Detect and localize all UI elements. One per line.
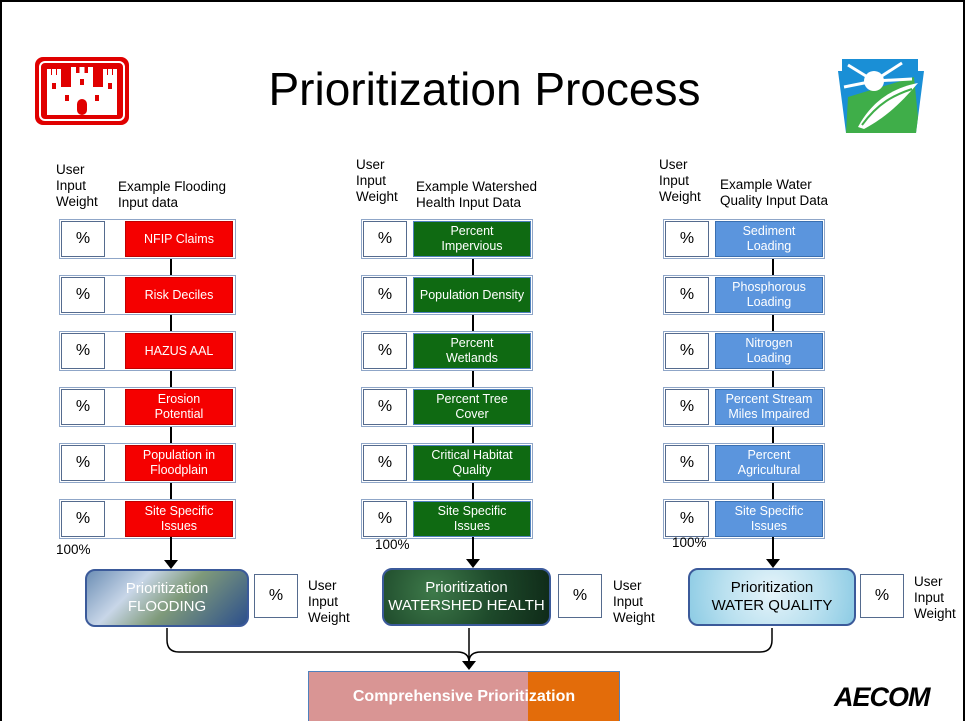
usace-castle-logo	[35, 57, 129, 125]
flooding-percent-input[interactable]: %	[61, 389, 105, 425]
water-quality-percent-input[interactable]: %	[665, 333, 709, 369]
water-quality-input-item[interactable]: Site Specific Issues	[715, 501, 823, 537]
water-quality-input-item[interactable]: Phosphorous Loading	[715, 277, 823, 313]
water-quality-percent-input[interactable]: %	[665, 221, 709, 257]
watershed-input-item[interactable]: Percent Impervious	[413, 221, 531, 257]
water-quality-prioritization-title: WATER QUALITY	[711, 597, 833, 614]
watershed-percent-input[interactable]: %	[363, 333, 407, 369]
merge-bracket	[166, 628, 773, 663]
water-quality-input-item[interactable]: Percent Stream Miles Impaired	[715, 389, 823, 425]
watershed-percent-input[interactable]: %	[363, 277, 407, 313]
watershed-prioritization-box[interactable]: Prioritization WATERSHED HEALTH	[382, 568, 551, 626]
flooding-input-item[interactable]: Population in Floodplain	[125, 445, 233, 481]
watershed-weight-header: User Input Weight	[356, 157, 398, 204]
watershed-weight-label: User Input Weight	[613, 578, 655, 625]
water-quality-input-item[interactable]: Percent Agricultural	[715, 445, 823, 481]
comprehensive-prioritization-box[interactable]: Comprehensive Prioritization	[308, 671, 620, 721]
water-quality-prioritization-box[interactable]: Prioritization WATER QUALITY	[688, 568, 856, 626]
flooding-total: 100%	[56, 542, 91, 557]
flooding-percent-input[interactable]: %	[61, 445, 105, 481]
watershed-total: 100%	[375, 537, 410, 552]
water-quality-total: 100%	[672, 535, 707, 550]
watershed-prioritization-title: WATERSHED HEALTH	[388, 597, 545, 614]
watershed-weight-input[interactable]: %	[558, 574, 602, 618]
flooding-percent-input[interactable]: %	[61, 333, 105, 369]
water-quality-prioritization-label: Prioritization	[730, 579, 814, 596]
water-quality-percent-input[interactable]: %	[665, 277, 709, 313]
flooding-weight-input[interactable]: %	[254, 574, 298, 618]
water-quality-input-item[interactable]: Nitrogen Loading	[715, 333, 823, 369]
flooding-prioritization-label: Prioritization	[125, 580, 209, 597]
watershed-input-item[interactable]: Percent Wetlands	[413, 333, 531, 369]
watershed-input-item[interactable]: Population Density	[413, 277, 531, 313]
flooding-input-item[interactable]: NFIP Claims	[125, 221, 233, 257]
watershed-data-header: Example Watershed Health Input Data	[416, 179, 538, 210]
water-quality-weight-label: User Input Weight	[914, 574, 956, 621]
watershed-percent-input[interactable]: %	[363, 445, 407, 481]
watershed-percent-input[interactable]: %	[363, 221, 407, 257]
watershed-prioritization-label: Prioritization	[425, 579, 508, 596]
flooding-percent-input[interactable]: %	[61, 221, 105, 257]
flooding-percent-input[interactable]: %	[61, 501, 105, 537]
water-quality-weight-input[interactable]: %	[860, 574, 904, 618]
flooding-percent-input[interactable]: %	[61, 277, 105, 313]
watershed-input-item[interactable]: Site Specific Issues	[413, 501, 531, 537]
slide-title: Prioritization Process	[268, 63, 701, 115]
flooding-prioritization-box[interactable]: Prioritization FLOODING	[85, 569, 249, 627]
flooding-input-item[interactable]: Site Specific Issues	[125, 501, 233, 537]
flooding-input-item[interactable]: Erosion Potential	[125, 389, 233, 425]
aecom-logo: AECOM	[834, 682, 930, 712]
watershed-input-item[interactable]: Percent Tree Cover	[413, 389, 531, 425]
watershed-percent-input[interactable]: %	[363, 389, 407, 425]
water-quality-percent-input[interactable]: %	[665, 445, 709, 481]
water-quality-percent-input[interactable]: %	[665, 501, 709, 537]
water-quality-weight-header: User Input Weight	[659, 157, 701, 204]
watershed-percent-input[interactable]: %	[363, 501, 407, 537]
water-quality-data-header: Example Water Quality Input Data	[720, 177, 829, 208]
water-quality-percent-input[interactable]: %	[665, 389, 709, 425]
flooding-prioritization-title: FLOODING	[127, 598, 207, 615]
comprehensive-prioritization-label: Comprehensive Prioritization	[352, 688, 576, 705]
flooding-weight-label: User Input Weight	[308, 578, 350, 625]
flooding-input-item[interactable]: Risk Deciles	[125, 277, 233, 313]
flooding-input-item[interactable]: HAZUS AAL	[125, 333, 233, 369]
keystone-state-logo	[834, 57, 926, 135]
water-quality-input-item[interactable]: Sediment Loading	[715, 221, 823, 257]
flooding-data-header: Example Flooding Input data	[118, 179, 227, 210]
watershed-input-item[interactable]: Critical Habitat Quality	[413, 445, 531, 481]
flooding-weight-header: User Input Weight	[56, 162, 98, 209]
